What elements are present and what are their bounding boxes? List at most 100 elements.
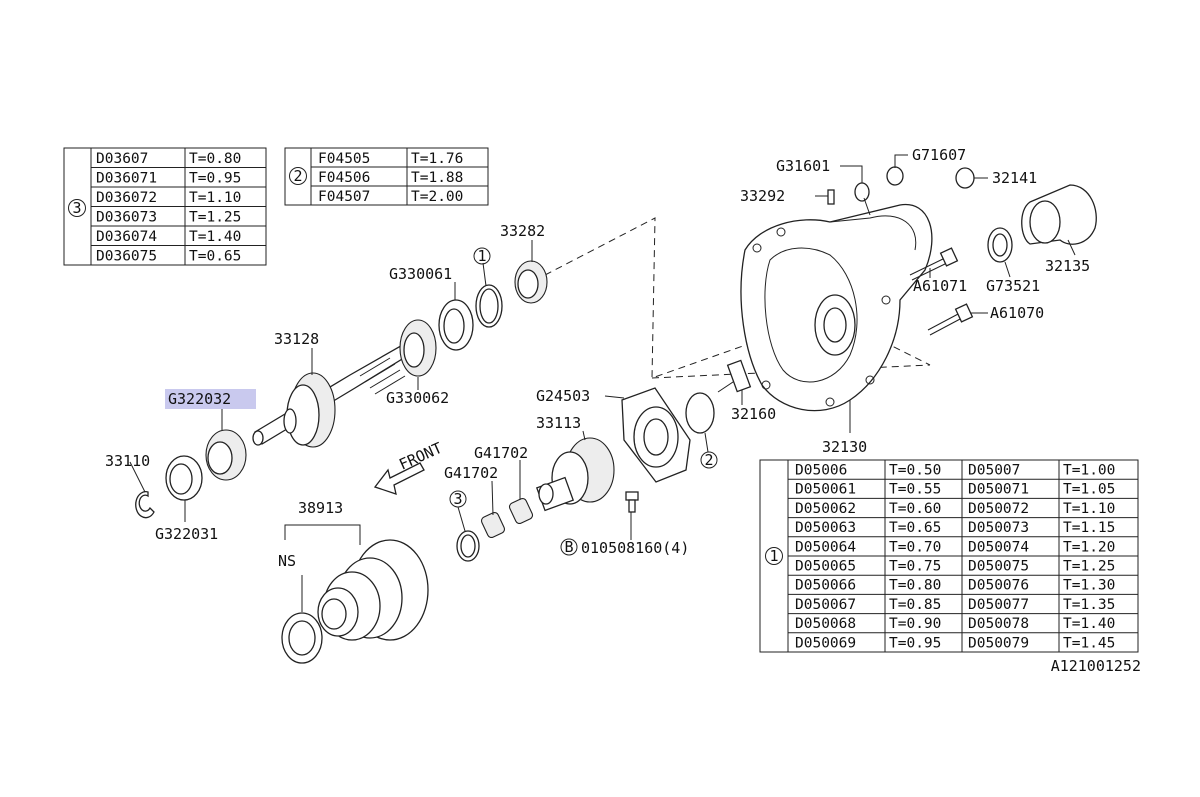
table3-part-cell: D036073 [96,210,157,226]
table1-part-cell: D050079 [968,635,1029,651]
table1-part-cell: D050062 [795,501,856,517]
label-NS: NS [278,552,296,570]
label-010508160: 010508160(4) [581,539,689,557]
label-38913: 38913 [298,499,343,517]
table3-thickness-cell: T=0.65 [189,249,241,265]
housing-32130 [740,203,933,412]
snap-ring-2 [685,392,715,434]
table2-part-cell: F04505 [318,151,370,167]
callout-circle-B [560,538,578,556]
label-G71607: G71607 [912,146,966,164]
callout-circle-2-mid [700,451,718,469]
table3-part-cell: D036075 [96,249,157,265]
needle-bearing-G41702-a [480,511,506,539]
table1-thickness-cell: T=1.20 [1063,539,1115,555]
table3-part-cell: D03607 [96,151,148,167]
table3-thickness-cell: T=1.25 [189,210,241,226]
table1-thickness-cell: T=0.70 [889,539,941,555]
table1-part-cell: D050069 [795,635,856,651]
table1-part-cell: D05006 [795,463,847,479]
table1-thickness-cell: T=1.00 [1063,463,1115,479]
callout-2-mid-text: 2 [704,451,713,469]
table1-thickness-cell: T=1.40 [1063,616,1115,632]
table1-part-cell: D050074 [968,539,1029,555]
table3-thickness-cell: T=1.40 [189,229,241,245]
label-32135: 32135 [1045,257,1090,275]
table3-marker: 3 [72,199,81,217]
needle-bearing-G41702-b [508,497,534,525]
label-G73521: G73521 [986,277,1040,295]
callout-1-top-text: 1 [477,247,486,265]
table1-part-cell: D050066 [795,578,856,594]
table1-thickness-cell: T=1.30 [1063,578,1115,594]
part-32160 [717,359,752,393]
table2-thickness-cell: T=1.88 [411,170,463,186]
cap-32135 [1021,184,1097,245]
table1-thickness-cell: T=0.75 [889,559,941,575]
label-A61071: A61071 [913,277,967,295]
table1-thickness-cell: T=0.95 [889,635,941,651]
callout-circle-3 [68,199,86,217]
table1-thickness-cell: T=0.55 [889,482,941,498]
table1-part-cell: D050071 [968,482,1029,498]
table1-part-cell: D05007 [968,463,1020,479]
label-G41702-a: G41702 [444,464,498,482]
table1-part-cell: D050064 [795,539,856,555]
table2-thickness-cell: T=2.00 [411,189,463,205]
table2-marker: 2 [293,167,302,185]
clip-33110 [135,491,155,519]
seal-G31601 [854,182,870,202]
bolt-010508160 [625,491,639,513]
table1-thickness-cell: T=1.05 [1063,482,1115,498]
table3-thickness-cell: T=0.80 [189,151,241,167]
table1-part-cell: D050067 [795,597,856,613]
table1-part-cell: D050063 [795,520,856,536]
cover-G24503 [621,387,691,483]
table1-thickness-cell: T=0.85 [889,597,941,613]
table1-marker: 1 [769,547,778,565]
callout-circle-1-top [473,247,491,265]
label-G322031: G322031 [155,525,218,543]
part-labels: 33282 G330061 1 33128 G330062 G322032 33… [105,146,1090,570]
table1-thickness-cell: T=0.65 [889,520,941,536]
label-32141: 32141 [992,169,1037,187]
label-G322032[interactable]: G322032 [168,390,231,408]
bearing-G330062 [399,319,437,377]
boot-38913 [317,539,429,641]
table1-thickness-cell: T=1.35 [1063,597,1115,613]
table3-part-cell: D036071 [96,171,157,187]
table1-thickness-cell: T=0.90 [889,616,941,632]
table1-part-cell: D050076 [968,578,1029,594]
table1-thickness-cell: T=1.45 [1063,635,1115,651]
label-G31601: G31601 [776,157,830,175]
label-G24503: G24503 [536,387,590,405]
table1-thickness-cell: T=0.60 [889,501,941,517]
table1-part-cell: D050075 [968,559,1029,575]
gasket-32141 [955,167,975,189]
table1-part-cell: D050072 [968,501,1029,517]
label-G330062: G330062 [386,389,449,407]
table1-thickness-cell: T=0.80 [889,578,941,594]
diagram-reference: A121001252 [1051,657,1141,675]
table3-part-cell: D036072 [96,190,157,206]
bearing-G322032 [205,429,247,481]
label-33282: 33282 [500,222,545,240]
seal-G71607 [886,166,904,186]
bolt-A61071 [909,247,959,281]
table1-part-cell: D050061 [795,482,856,498]
label-A61070: A61070 [990,304,1044,322]
main-shaft-33128 [252,334,426,448]
label-G41702-b: G41702 [474,444,528,462]
table1-thickness-cell: T=1.15 [1063,520,1115,536]
table1-thickness-cell: T=1.10 [1063,501,1115,517]
table1-part-cell: D050078 [968,616,1029,632]
table2-thickness-cell: T=1.76 [411,151,463,167]
label-33292: 33292 [740,187,785,205]
callout-3-mid-text: 3 [453,490,462,508]
table1-part-cell: D050068 [795,616,856,632]
table1-part-cell: D050073 [968,520,1029,536]
